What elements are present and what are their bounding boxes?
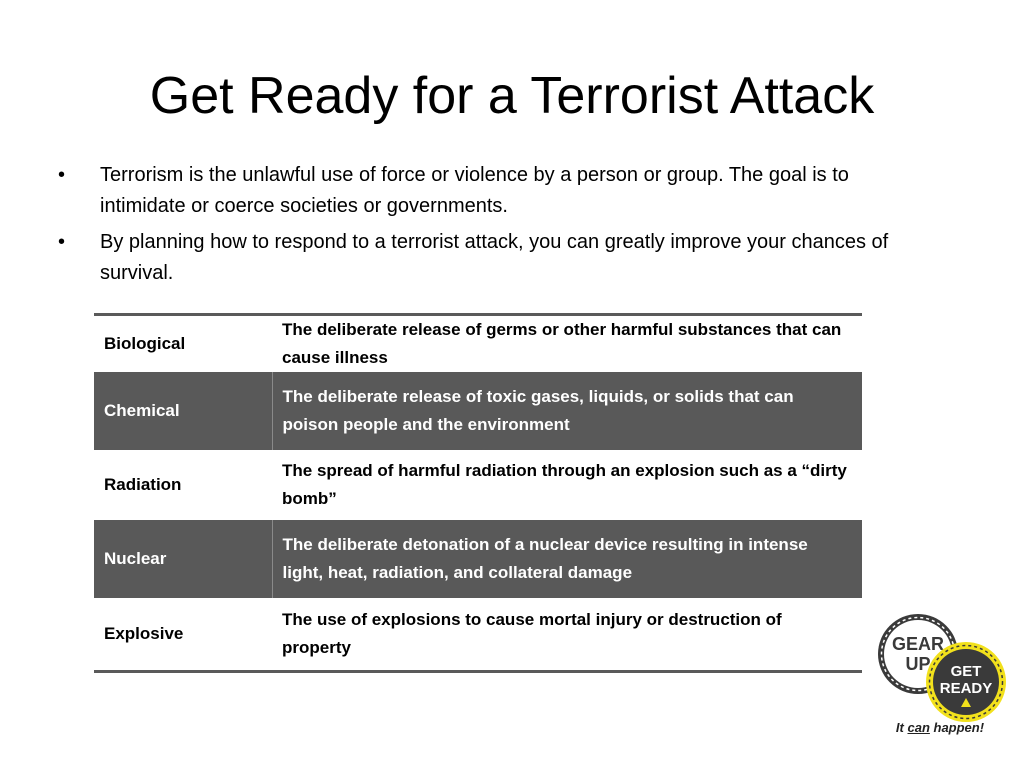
logo-tagline: It can happen!	[870, 720, 1010, 735]
gear-up-get-ready-logo: GEAR UP GET READY	[878, 614, 1006, 722]
table-row: Chemical The deliberate release of toxic…	[94, 372, 862, 450]
gear-up-text: UP	[905, 654, 930, 674]
slide-title: Get Ready for a Terrorist Attack	[149, 67, 875, 125]
bullet-item: • By planning how to respond to a terror…	[58, 227, 928, 289]
bullet-text: Terrorism is the unlawful use of force o…	[100, 164, 849, 217]
table-row: Explosive The use of explosions to cause…	[94, 598, 862, 670]
bullet-icon: •	[58, 231, 66, 253]
gear-up-text: GEAR	[892, 634, 944, 654]
table-row: Nuclear The deliberate detonation of a n…	[94, 520, 862, 598]
attack-description-cell: The use of explosions to cause mortal in…	[272, 598, 862, 670]
bullet-item: • Terrorism is the unlawful use of force…	[58, 160, 928, 222]
tagline-text: happen!	[929, 720, 985, 735]
attack-type-cell: Chemical	[94, 372, 273, 450]
attack-types-table: Biological The deliberate release of ger…	[94, 313, 862, 673]
attack-type-cell: Nuclear	[94, 520, 273, 598]
attack-description-cell: The spread of harmful radiation through …	[272, 450, 862, 520]
attack-type-cell: Biological	[94, 316, 272, 372]
attack-description-cell: The deliberate release of germs or other…	[272, 316, 862, 372]
get-ready-text: GET	[951, 663, 982, 680]
bullet-list: • Terrorism is the unlawful use of force…	[58, 160, 928, 294]
get-ready-text: READY	[940, 680, 993, 697]
tagline-text: It	[895, 720, 908, 735]
attack-type-cell: Explosive	[94, 598, 272, 670]
attack-type-cell: Radiation	[94, 450, 272, 520]
bullet-icon: •	[58, 164, 66, 186]
tagline-emphasis: can	[907, 720, 930, 735]
warning-triangle-icon	[961, 698, 971, 707]
attack-description-cell: The deliberate detonation of a nuclear d…	[272, 520, 862, 598]
bullet-text: By planning how to respond to a terroris…	[100, 231, 889, 284]
attack-description-cell: The deliberate release of toxic gases, l…	[272, 372, 862, 450]
table-row: Biological The deliberate release of ger…	[94, 316, 862, 372]
table-row: Radiation The spread of harmful radiatio…	[94, 450, 862, 520]
